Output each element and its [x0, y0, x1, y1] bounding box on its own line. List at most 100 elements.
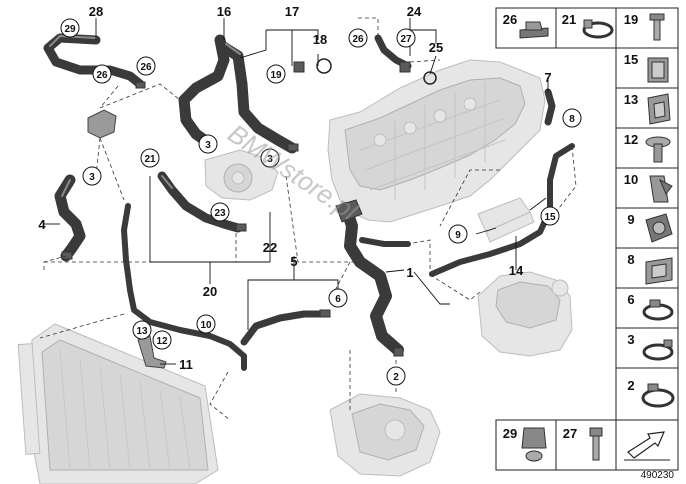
label-28: 28: [89, 4, 103, 19]
svg-text:6: 6: [627, 292, 634, 307]
svg-text:15: 15: [544, 212, 556, 223]
svg-text:29: 29: [64, 24, 76, 35]
label-5: 5: [290, 254, 297, 269]
svg-text:13: 13: [624, 92, 638, 107]
reference-number: 490230: [641, 470, 675, 481]
callout-19: 19: [266, 64, 286, 84]
callout-15: 15: [540, 206, 560, 226]
panel-cell-19: [615, 7, 679, 49]
hose-10: [121, 203, 247, 371]
callout-23: 23: [210, 202, 230, 222]
svg-text:9: 9: [455, 230, 461, 241]
svg-text:19: 19: [624, 12, 638, 27]
svg-text:26: 26: [140, 62, 152, 73]
svg-text:2: 2: [393, 372, 399, 383]
hose-20: [157, 171, 243, 233]
svg-text:27: 27: [400, 34, 412, 45]
svg-text:27: 27: [563, 426, 577, 441]
svg-text:10: 10: [200, 320, 212, 331]
callout-3-b: 3: [260, 148, 280, 168]
svg-text:26: 26: [352, 34, 364, 45]
thermostat-housing: [329, 393, 441, 477]
screw-12-icon: [645, 136, 671, 163]
svg-text:19: 19: [270, 70, 282, 81]
callout-13: 13: [132, 320, 152, 340]
callout-10: 10: [196, 314, 216, 334]
connector-9-icon: [645, 213, 673, 243]
callout-3-a: 3: [198, 134, 218, 154]
expansion-tank: [477, 271, 573, 357]
hose-clamp-3-icon: [642, 339, 674, 361]
svg-text:26: 26: [503, 12, 517, 27]
hose-clamp-2-icon: [641, 383, 675, 408]
hose-clamp-6-icon: [642, 299, 674, 321]
svg-text:3: 3: [267, 154, 273, 165]
label-4: 4: [38, 217, 46, 232]
svg-text:3: 3: [89, 172, 95, 183]
callout-3-c: 3: [82, 166, 102, 186]
water-pump: [204, 149, 279, 201]
clamp-21-icon: [582, 19, 614, 39]
hose-16: [178, 34, 298, 154]
svg-text:26: 26: [96, 70, 108, 81]
svg-text:21: 21: [144, 154, 156, 165]
parts-panel: 26 21 19 15 13 12: [495, 7, 679, 471]
svg-text:8: 8: [627, 252, 634, 267]
callout-8: 8: [562, 108, 582, 128]
clip-15-icon: [647, 57, 669, 83]
svg-text:15: 15: [624, 52, 638, 67]
svg-text:3: 3: [627, 332, 634, 347]
hose-28: [43, 33, 145, 89]
panel-cell-27: [555, 419, 617, 471]
hose-1: [335, 199, 411, 356]
hose-7: [544, 88, 556, 126]
svg-text:8: 8: [569, 114, 575, 125]
radiator: [17, 323, 219, 484]
clip-13-icon: [647, 93, 671, 125]
hose-14: [429, 143, 575, 277]
label-11: 11: [179, 357, 193, 372]
label-1: 1: [406, 265, 413, 280]
callout-9: 9: [448, 224, 468, 244]
clamp-26-icon: [519, 21, 549, 39]
label-14: 14: [509, 263, 524, 278]
label-25: 25: [429, 40, 443, 55]
svg-text:6: 6: [335, 294, 341, 305]
bolt-27-icon: [589, 427, 603, 461]
clip-8-icon: [645, 257, 673, 285]
svg-text:10: 10: [624, 172, 638, 187]
callout-2: 2: [386, 366, 406, 386]
connector-block: [477, 197, 535, 243]
callout-26-b: 26: [136, 56, 156, 76]
label-7: 7: [544, 70, 551, 85]
hose-5: [240, 310, 326, 346]
clip-10-icon: [649, 175, 673, 203]
svg-text:23: 23: [214, 208, 226, 219]
label-24: 24: [407, 4, 422, 19]
label-17: 17: [285, 4, 299, 19]
svg-text:12: 12: [624, 132, 638, 147]
label-16: 16: [217, 4, 231, 19]
svg-text:3: 3: [205, 140, 211, 151]
label-22: 22: [263, 240, 277, 255]
valve-top-left: [87, 109, 117, 139]
svg-text:9: 9: [627, 212, 634, 227]
bracket-11: [137, 335, 167, 369]
callout-26-a: 26: [92, 64, 112, 84]
svg-text:13: 13: [136, 326, 148, 337]
arrow-icon: [624, 431, 670, 461]
hose-4: [54, 174, 86, 262]
solid-leaders: [44, 18, 549, 365]
svg-text:21: 21: [562, 12, 576, 27]
svg-text:12: 12: [156, 336, 168, 347]
callout-21: 21: [140, 148, 160, 168]
callout-12: 12: [152, 330, 172, 350]
callout-6: 6: [328, 288, 348, 308]
panel-cell-12: [615, 127, 679, 169]
svg-text:29: 29: [503, 426, 517, 441]
svg-text:2: 2: [627, 378, 634, 393]
screw-19-icon: [649, 13, 665, 41]
hose-clamps: [61, 58, 437, 357]
callout-29: 29: [60, 18, 80, 38]
